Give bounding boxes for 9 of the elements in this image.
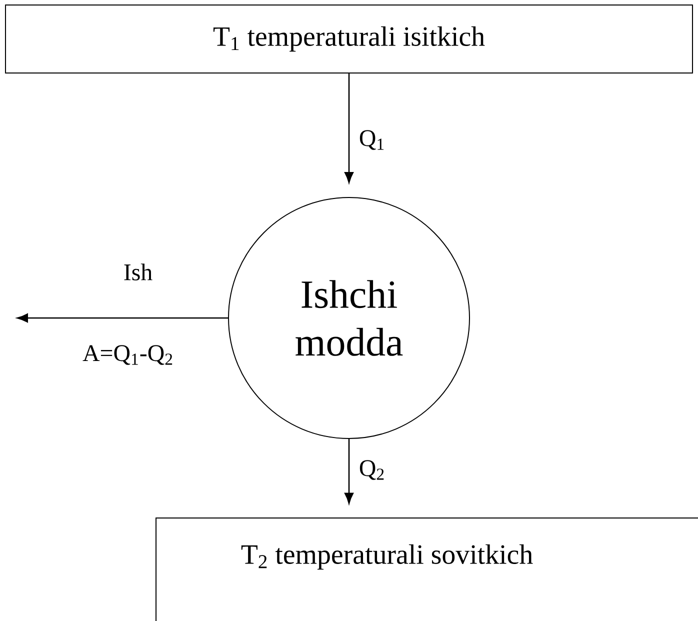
arrow xyxy=(344,74,354,184)
edge-label: Ish xyxy=(122,262,154,282)
arrow xyxy=(344,439,354,504)
arrow xyxy=(16,314,228,322)
heater-box: T$_{1}$ temperaturali isitkich xyxy=(5,4,693,74)
formula-label: A=Q$_{1}$-Q$_{2}$ xyxy=(82,345,172,365)
cooler-box: T$_{2}$ temperaturali sovitkich xyxy=(156,518,698,621)
edge-label: Q$_{2}$ xyxy=(358,459,386,481)
edge-label: Q$_{1}$ xyxy=(358,129,386,151)
